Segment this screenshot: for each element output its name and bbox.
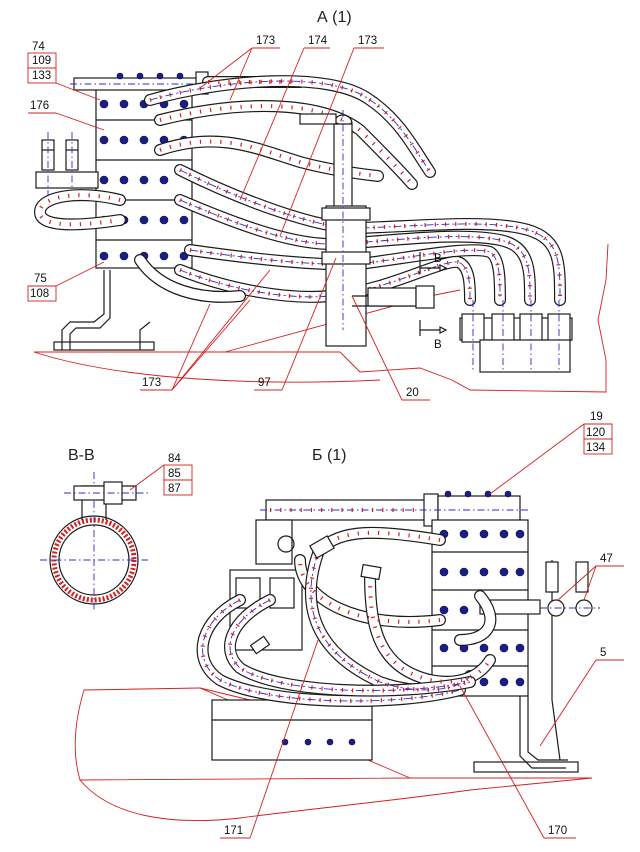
section-mark-bottom-label: B bbox=[434, 339, 442, 351]
frame-leg-left-inner bbox=[69, 270, 111, 350]
view-a-title: А (1) bbox=[317, 9, 352, 26]
gauge-housing bbox=[255, 519, 293, 565]
foundation-outline-a bbox=[34, 243, 609, 393]
foundation-curve-a bbox=[33, 351, 381, 383]
callouts-b: 19 120 134 47 5 171 170 bbox=[220, 411, 624, 839]
callout-47: 47 bbox=[600, 553, 613, 565]
foundation-curve-b bbox=[79, 777, 593, 822]
riser-pipe-a bbox=[299, 110, 435, 347]
callout-173-bottom: 173 bbox=[142, 377, 161, 389]
section-mark-top-label: B bbox=[434, 253, 442, 265]
callout-171: 171 bbox=[224, 825, 243, 837]
frame-base bbox=[53, 341, 155, 351]
foundation-line-b2 bbox=[199, 687, 251, 701]
header-rail-body bbox=[437, 495, 521, 523]
callout-85: 85 bbox=[168, 468, 181, 480]
outlet-manifold-a bbox=[459, 300, 573, 373]
gauge-icon bbox=[277, 535, 295, 553]
callout-120: 120 bbox=[586, 427, 605, 439]
clamp-bolt-tail bbox=[122, 485, 137, 501]
view-a: А (1) bbox=[27, 9, 609, 401]
callout-109: 109 bbox=[32, 55, 51, 67]
section-title: B-B bbox=[68, 447, 95, 464]
callout-20: 20 bbox=[406, 387, 419, 399]
callout-173-top-right: 173 bbox=[358, 35, 377, 47]
callout-134: 134 bbox=[586, 442, 606, 454]
bolt-group-b bbox=[439, 490, 525, 687]
hose-bundle-b bbox=[196, 526, 497, 707]
foundation-outline-b bbox=[74, 687, 411, 781]
frame-leg-right bbox=[139, 321, 151, 350]
callout-5: 5 bbox=[600, 647, 606, 659]
callouts-a: 173 174 173 74 109 133 176 75 108 1 bbox=[27, 35, 430, 401]
callout-19: 19 bbox=[590, 411, 603, 423]
section-marker-top: B bbox=[419, 252, 448, 274]
callout-75: 75 bbox=[34, 273, 47, 285]
callout-87: 87 bbox=[168, 483, 181, 495]
view-b-title: Б (1) bbox=[312, 447, 347, 464]
view-b: Б (1) bbox=[74, 411, 624, 839]
callout-133: 133 bbox=[32, 70, 51, 82]
frame-leg-b-outer bbox=[527, 696, 568, 761]
callout-174: 174 bbox=[308, 35, 328, 47]
callout-173-top-left: 173 bbox=[256, 35, 275, 47]
filter-pair-a bbox=[35, 132, 99, 200]
hose-bundle-a bbox=[34, 75, 566, 306]
frame-leg-left bbox=[61, 270, 105, 350]
section-marker-bottom: B bbox=[419, 320, 448, 351]
base-slab-b bbox=[211, 699, 373, 761]
callout-108: 108 bbox=[30, 288, 49, 300]
frame-base-b bbox=[473, 761, 579, 773]
anchor-bolts-b bbox=[281, 738, 356, 746]
callout-97: 97 bbox=[258, 377, 271, 389]
callout-176: 176 bbox=[30, 100, 49, 112]
filter-pair-b bbox=[479, 561, 600, 617]
hose-fittings-b bbox=[249, 535, 382, 655]
callout-74: 74 bbox=[32, 41, 45, 53]
callout-170: 170 bbox=[548, 825, 567, 837]
callout-84: 84 bbox=[168, 453, 181, 465]
section-b-b: B-B 84 85 87 bbox=[40, 447, 193, 612]
